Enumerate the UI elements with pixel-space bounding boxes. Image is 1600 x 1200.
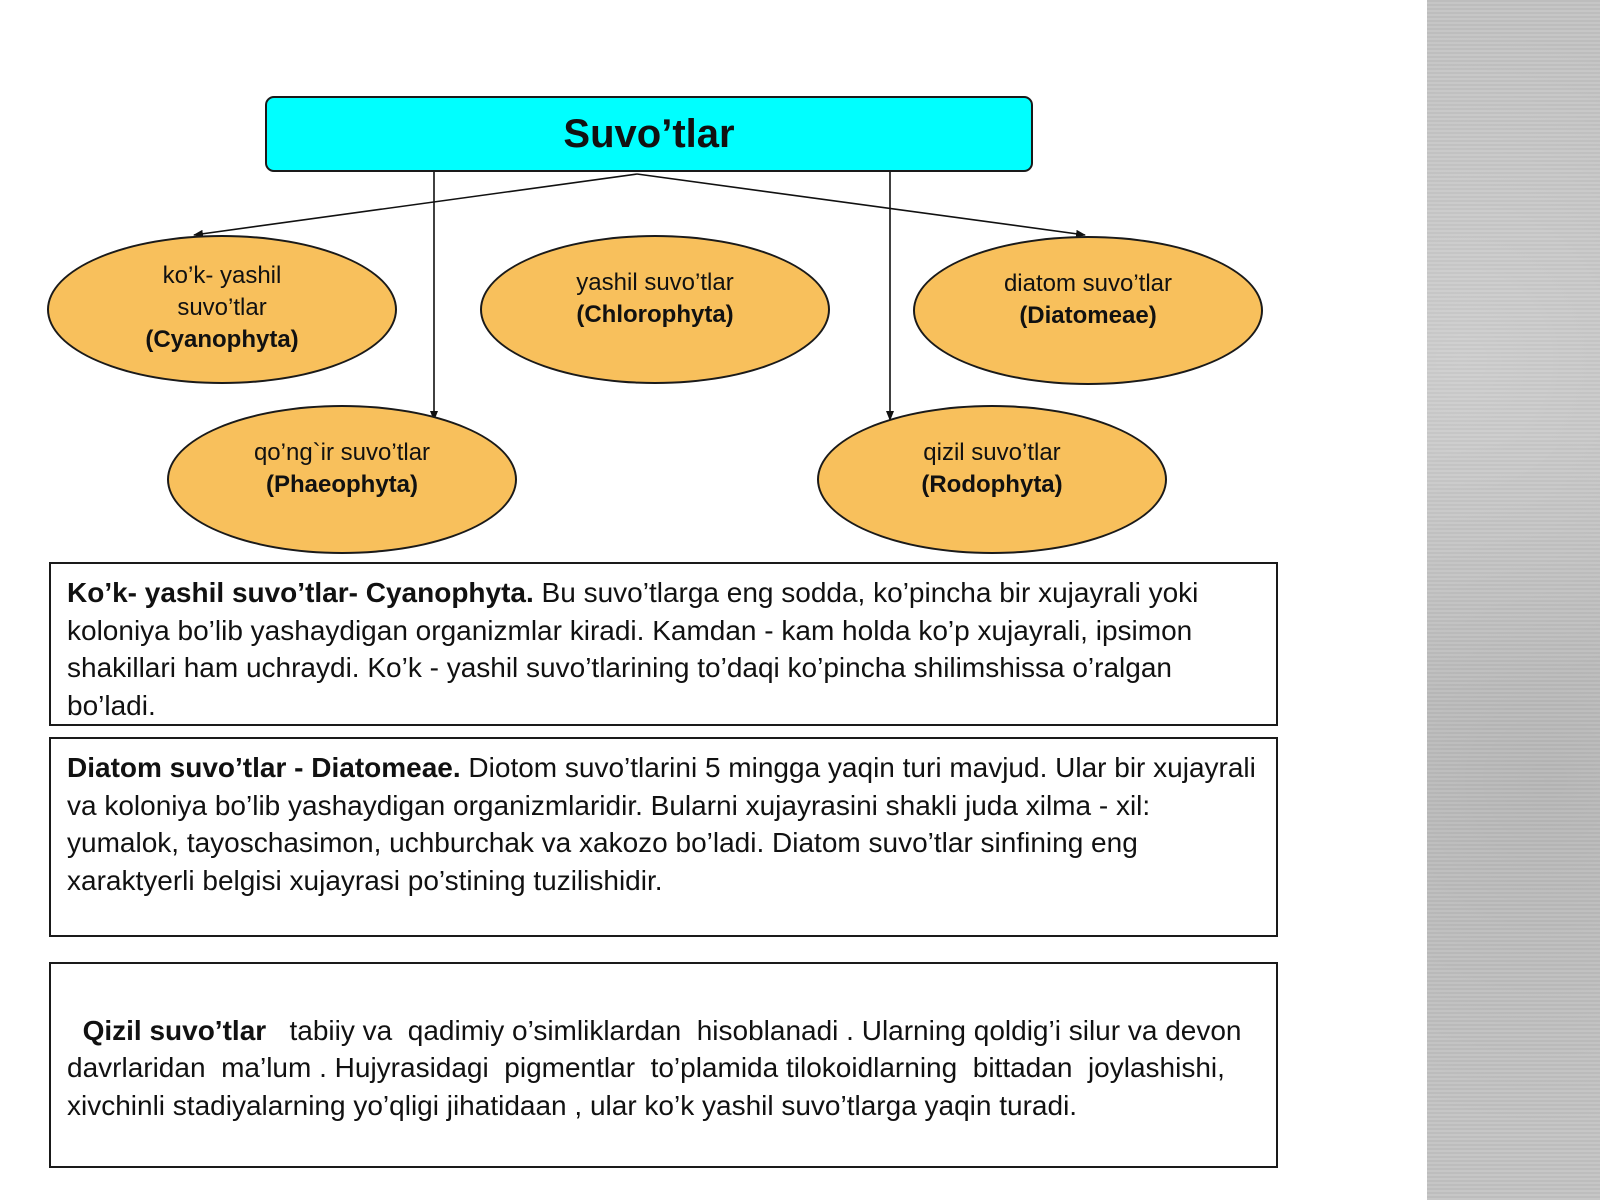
node-name-line: suvo’tlar	[177, 293, 267, 321]
arrow-to-cyanophyta	[193, 173, 638, 238]
description-heading: Qizil suvo’tlar	[82, 1014, 267, 1046]
side-decor-panel	[1427, 0, 1600, 1200]
description-heading: Diatom suvo’tlar - Diatomeae.	[67, 752, 461, 783]
arrow-to-diatomeae	[636, 173, 1086, 238]
node-latin-name: (Cyanophyta)	[145, 325, 299, 353]
root-node-title: Suvo’tlar	[265, 96, 1033, 172]
description-text: Bu suvo’tlarga eng sodda, ko’pincha bir …	[67, 577, 1199, 721]
connector-arrows	[193, 172, 1086, 421]
node-latin-name: (Rodophyta)	[921, 471, 1063, 498]
description-text: tabiiy va qadimiy o’simliklardan hisobla…	[67, 1014, 1250, 1121]
description-cyanophyta: Ko’k- yashil suvo’tlar- Cyanophyta. Bu s…	[49, 562, 1278, 726]
node-name-line: qizil suvo’tlar	[923, 439, 1061, 466]
node-cyanophyta: ko’k- yashil suvo’tlar (Cyanophyta)	[47, 235, 397, 384]
node-diatomeae: diatom suvo’tlar (Diatomeae)	[913, 236, 1263, 385]
node-chlorophyta: yashil suvo’tlar (Chlorophyta)	[480, 235, 830, 384]
node-name-line: qo’ng`ir suvo’tlar	[253, 439, 431, 466]
node-rodophyta: qizil suvo’tlar (Rodophyta)	[817, 405, 1167, 554]
description-rodophyta: Qizil suvo’tlar tabiiy va qadimiy o’siml…	[49, 962, 1278, 1168]
node-latin-name: (Phaeophyta)	[265, 471, 418, 498]
description-text: Diotom suvo’tlarini 5 mingga yaqin turi …	[67, 752, 1256, 896]
node-latin-name: (Diatomeae)	[1019, 302, 1157, 329]
node-name-line: diatom suvo’tlar	[1003, 270, 1173, 297]
node-phaeophyta: qo’ng`ir suvo’tlar (Phaeophyta)	[167, 405, 517, 554]
root-node-label: Suvo’tlar	[563, 111, 735, 156]
description-heading: Ko’k- yashil suvo’tlar- Cyanophyta.	[67, 577, 534, 608]
node-name-line: yashil suvo’tlar	[576, 269, 734, 296]
node-latin-name: (Chlorophyta)	[576, 301, 734, 328]
description-diatomeae: Diatom suvo’tlar - Diatomeae. Diotom suv…	[49, 737, 1278, 937]
node-name-line: ko’k- yashil	[162, 261, 282, 289]
